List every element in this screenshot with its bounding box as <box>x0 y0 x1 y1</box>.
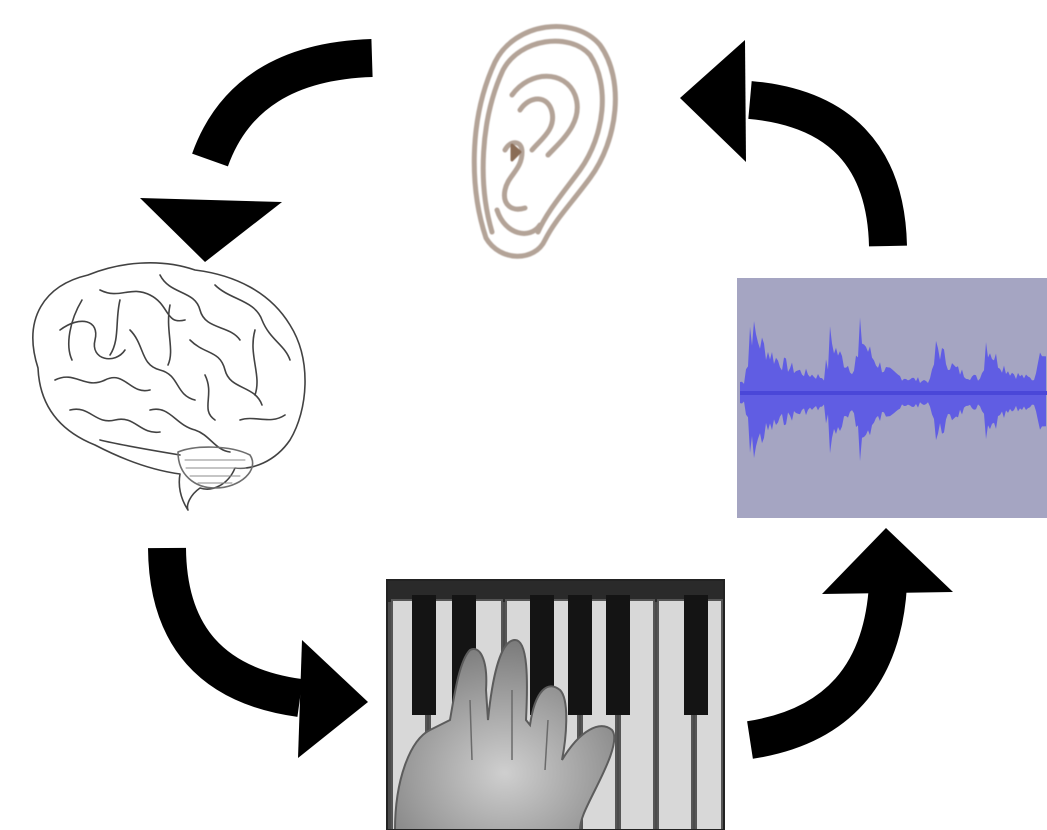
arrow-ear-to-brain <box>140 58 372 262</box>
arrow-piano-to-waveform <box>750 528 953 740</box>
sound-waveform-image <box>737 278 1047 518</box>
arrow-waveform-to-ear <box>680 40 888 246</box>
arrow-brain-to-piano <box>167 548 368 758</box>
brain-icon <box>33 263 305 510</box>
piano-hands-image <box>387 580 724 830</box>
ear-icon <box>474 26 615 256</box>
